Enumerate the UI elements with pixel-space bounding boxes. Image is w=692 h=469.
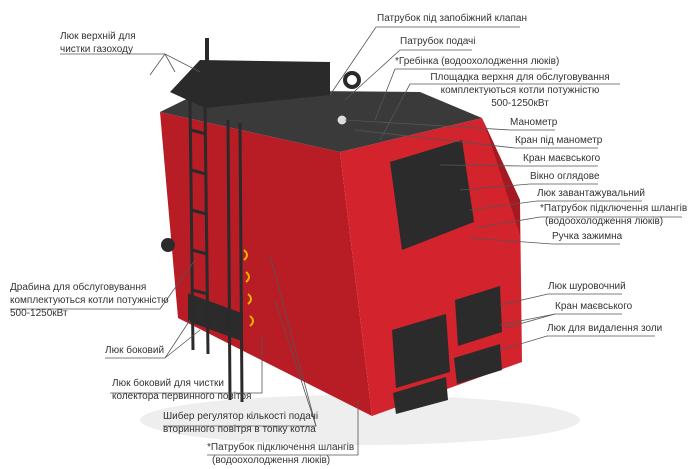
label-loading-hatch: Люк завантажувальний — [537, 188, 645, 199]
label-ash-hatch: Люк для видалення золи — [547, 323, 663, 334]
label-line: комплектуються котли потужністю — [440, 85, 600, 96]
lifting-eye — [343, 71, 361, 89]
label-line: чистки газоходу — [60, 44, 133, 55]
label-line: *Патрубок підключення шлангів — [207, 442, 355, 453]
flue-box — [170, 60, 330, 108]
label-line: *Патрубок підключення шлангів — [540, 203, 688, 214]
label-stoking-hatch: Люк шуровочний — [548, 281, 626, 292]
stoking-door-left — [392, 314, 450, 388]
label-line: 500-1250кВт — [10, 308, 68, 319]
label-clamp-handle: Ручка зажимна — [552, 231, 623, 242]
label-side-hatch: Люк боковий — [105, 345, 165, 356]
hose-connectors — [243, 249, 254, 327]
label-line: Люк верхній для — [60, 31, 136, 42]
label-comb: *Гребінка (водоохолодження люків) — [395, 56, 560, 67]
label-damper: Шибер регулятор кількості подачі вторинно… — [163, 410, 318, 436]
label-mayevsky-valve-bottom: Кран маєвського — [555, 301, 633, 312]
chimney-pipe — [205, 38, 209, 68]
label-line: комплектуються котли потужністю — [10, 295, 169, 306]
label-line: вторинного повітря в топку котла — [163, 424, 316, 435]
label-hose-pipe-bottom: *Патрубок підключення шлангів (водоохолод… — [207, 441, 354, 467]
label-manometer: Манометр — [510, 117, 558, 128]
boiler-front-face — [340, 118, 522, 416]
label-line: Шибер регулятор кількості подачі — [163, 411, 319, 422]
label-side-hatch-cleaning: Люк боковий для чистки колектора первинно… — [112, 377, 251, 403]
label-top-hatch: Люк верхній для чистки газоходу — [60, 30, 136, 56]
leader-lines — [10, 26, 682, 456]
label-line: (водоохолодження люків) — [545, 216, 664, 227]
label-top-platform: Площадка верхня для обслуговування компле… — [415, 71, 625, 110]
label-line: (водоохолодження люків) — [212, 455, 331, 466]
loading-hatch-door — [390, 140, 474, 250]
label-manometer-valve: Кран під манометр — [515, 135, 603, 146]
ash-door-right — [454, 344, 502, 384]
label-mayevsky-valve-top: Кран маєвського — [523, 153, 601, 164]
ash-door-left — [393, 377, 448, 414]
stoking-door-right — [455, 286, 502, 346]
boiler-top — [160, 90, 482, 152]
ladder-icon — [188, 99, 244, 403]
label-safety-valve: Патрубок під запобіжний клапан — [377, 13, 527, 24]
label-line: Площадка верхня для обслуговування — [430, 72, 610, 83]
label-supply-pipe: Патрубок подачі — [400, 36, 476, 47]
label-line: колектора первинного повітря — [112, 391, 252, 402]
side-pipe — [161, 238, 175, 252]
floor-shadow — [140, 395, 580, 445]
label-line: Люк боковий для чистки — [112, 378, 225, 389]
label-hose-pipe-top: *Патрубок підключення шлангів (водоохолод… — [540, 202, 687, 228]
label-line: 500-1250кВт — [491, 98, 549, 109]
boiler-side-face — [160, 112, 372, 416]
label-line: Драбина для обслуговування — [10, 282, 147, 293]
label-ladder: Драбина для обслуговування комплектуються… — [10, 281, 169, 320]
label-sight-window: Вікно оглядове — [530, 171, 600, 182]
